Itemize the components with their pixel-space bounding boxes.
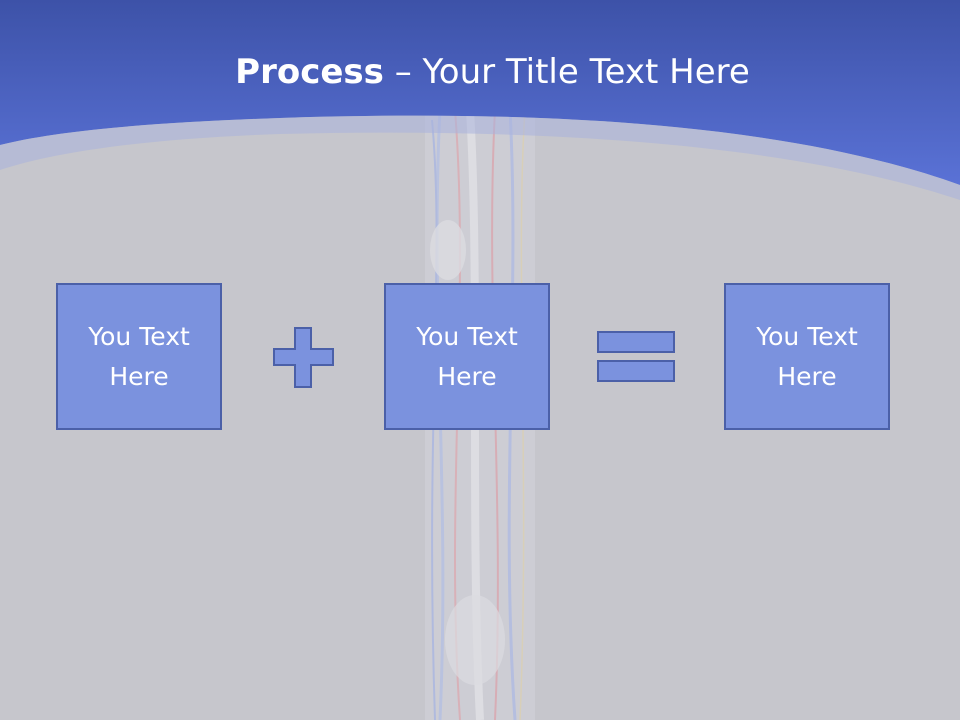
- box-text-line2: Here: [109, 361, 169, 391]
- box-text-line2: Here: [437, 361, 497, 391]
- process-box-1: You Text Here: [56, 283, 222, 430]
- process-box-3: You Text Here: [724, 283, 890, 430]
- box-text-line1: You Text: [416, 321, 518, 351]
- equals-icon: [597, 331, 675, 382]
- title-rest: Your Title Text Here: [422, 52, 750, 92]
- title-separator: –: [383, 52, 423, 92]
- plus-icon: [273, 327, 334, 388]
- title-bold: Process: [235, 52, 384, 92]
- box-text-line2: Here: [777, 361, 837, 391]
- process-box-2: You Text Here: [384, 283, 550, 430]
- box-text-line1: You Text: [756, 321, 858, 351]
- slide-title: Process – Your Title Text Here: [0, 52, 960, 92]
- box-text-line1: You Text: [88, 321, 190, 351]
